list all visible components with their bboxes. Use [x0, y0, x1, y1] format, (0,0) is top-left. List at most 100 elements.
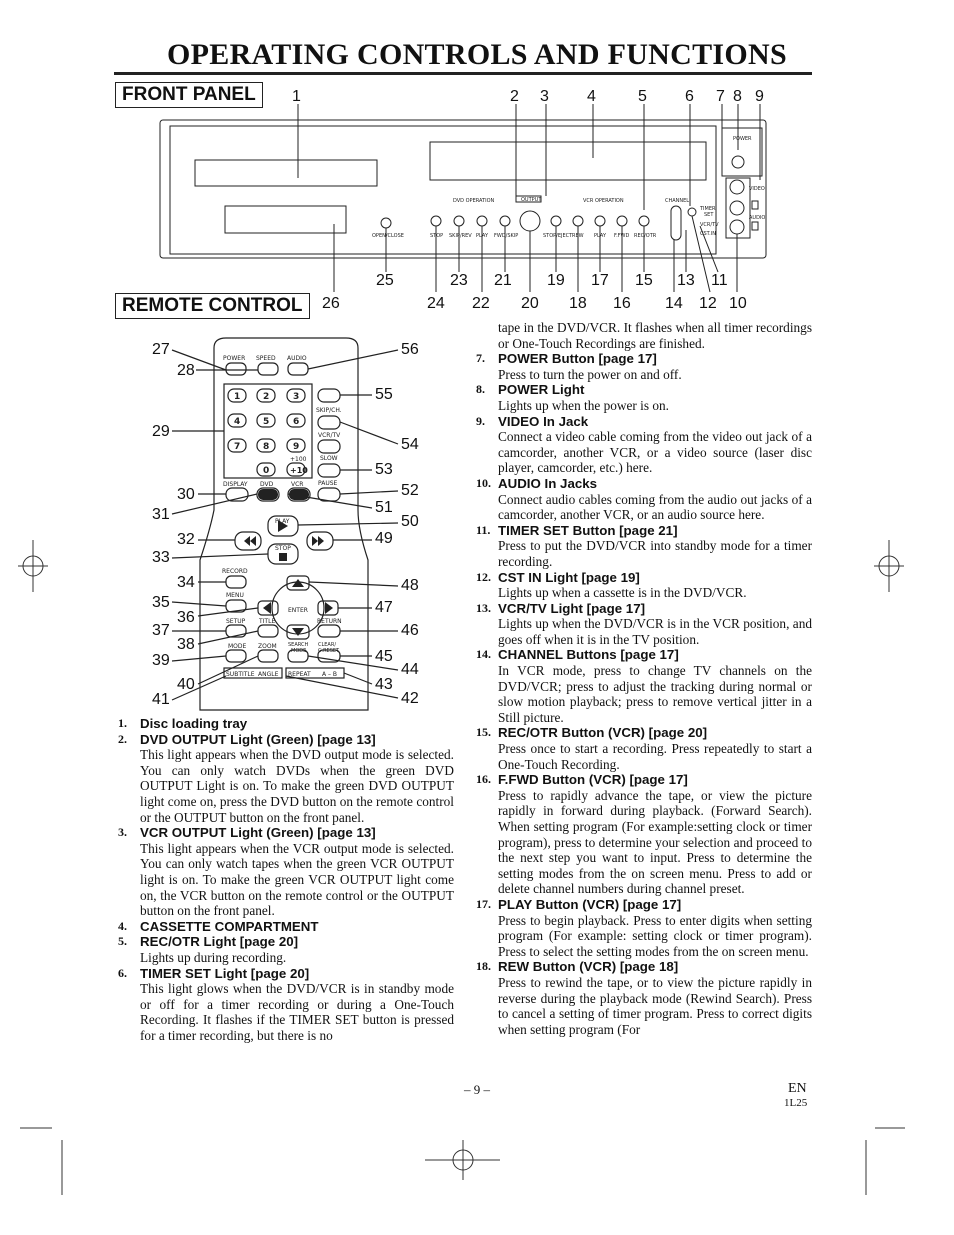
callout-16: 16	[613, 295, 631, 312]
svg-text:STOP: STOP	[430, 233, 443, 239]
svg-text:FWD/SKIP: FWD/SKIP	[494, 233, 518, 239]
svg-text:VCR/TV: VCR/TV	[318, 432, 341, 439]
callout-41: 41	[152, 691, 170, 708]
callout-38: 38	[177, 636, 195, 653]
list-item: 4.CASSETTE COMPARTMENT	[118, 918, 319, 934]
title-rule	[114, 72, 812, 75]
callout-25: 25	[376, 272, 394, 289]
callout-27: 27	[152, 341, 170, 358]
callout-12: 12	[699, 295, 717, 312]
label-dvd-operation: DVD OPERATION	[453, 198, 495, 204]
svg-text:DISPLAY: DISPLAY	[223, 481, 248, 488]
svg-text:TITLE: TITLE	[258, 618, 275, 625]
svg-text:CLEAR/: CLEAR/	[318, 642, 336, 648]
callout-48: 48	[401, 577, 419, 594]
svg-text:9: 9	[293, 442, 299, 452]
svg-text:6: 6	[293, 417, 299, 427]
callout-10: 10	[729, 295, 747, 312]
svg-text:ZOOM: ZOOM	[258, 643, 277, 650]
callout-20: 20	[521, 295, 539, 312]
callout-56: 56	[401, 341, 419, 358]
list-item: 7.POWER Button [page 17]Press to turn th…	[476, 351, 682, 382]
svg-text:OUTPUT: OUTPUT	[521, 197, 542, 203]
front-panel-label: FRONT PANEL	[115, 82, 263, 108]
svg-text:SEARCH: SEARCH	[288, 642, 308, 648]
list-item: 17.PLAY Button (VCR) [page 17]Press to b…	[476, 896, 812, 959]
svg-text:ENTER: ENTER	[288, 607, 308, 614]
svg-text:STOP: STOP	[275, 545, 291, 552]
svg-text:+10: +10	[290, 466, 308, 475]
svg-text:REPEAT: REPEAT	[288, 671, 311, 678]
callout-37: 37	[152, 622, 170, 639]
callout-11: 11	[711, 272, 728, 289]
svg-text:MODE: MODE	[228, 643, 247, 650]
callout-4: 4	[587, 88, 596, 105]
list-item: 11.TIMER SET Button [page 21]Press to pu…	[476, 522, 812, 569]
svg-text:SLOW: SLOW	[320, 455, 338, 462]
callout-17: 17	[591, 272, 609, 289]
svg-text:POWER: POWER	[223, 355, 245, 362]
svg-text:REC/OTR: REC/OTR	[634, 233, 657, 239]
svg-text:ANGLE: ANGLE	[258, 671, 279, 678]
svg-text:7: 7	[234, 442, 240, 452]
svg-text:VCR/TV: VCR/TV	[700, 222, 719, 228]
svg-text:TIMER: TIMER	[699, 206, 716, 212]
callout-54: 54	[401, 436, 419, 453]
svg-text:F.FWD: F.FWD	[614, 233, 629, 239]
svg-text:RETURN: RETURN	[317, 618, 342, 625]
callout-1: 1	[292, 88, 301, 105]
svg-text:SET: SET	[704, 212, 714, 218]
svg-text:POWER: POWER	[733, 136, 752, 142]
svg-text:AUDIO: AUDIO	[287, 355, 307, 362]
svg-text:STOP/EJECT: STOP/EJECT	[543, 233, 573, 239]
callout-40: 40	[177, 676, 195, 693]
list-item: 15.REC/OTR Button (VCR) [page 20]Press o…	[476, 725, 812, 772]
list-item: 12.CST IN Light [page 19]Lights up when …	[476, 569, 747, 601]
callout-50: 50	[401, 513, 419, 530]
page-title: OPERATING CONTROLS AND FUNCTIONS	[167, 38, 787, 71]
svg-text:PAUSE: PAUSE	[318, 480, 338, 487]
svg-text:MODE: MODE	[291, 648, 306, 654]
left-column: 1.Disc loading tray 2.DVD OUTPUT Light (…	[114, 716, 454, 1043]
callout-22: 22	[472, 295, 490, 312]
callout-15: 15	[635, 272, 653, 289]
svg-text:C.RESET: C.RESET	[318, 648, 340, 654]
list-item: 3.VCR OUTPUT Light (Green) [page 13] Thi…	[118, 825, 454, 919]
svg-text:SPEED: SPEED	[256, 355, 276, 362]
svg-text:RECORD: RECORD	[222, 568, 248, 575]
callout-14: 14	[665, 295, 683, 312]
svg-text:0: 0	[263, 466, 269, 476]
callout-31: 31	[152, 506, 170, 523]
list-item: 18.REW Button (VCR) [page 18]Press to re…	[476, 959, 812, 1037]
svg-text:4: 4	[234, 417, 240, 427]
callout-19: 19	[547, 272, 565, 289]
remote-control-label: REMOTE CONTROL	[115, 293, 310, 319]
list-item: 1.Disc loading tray	[118, 716, 248, 731]
callout-49: 49	[375, 530, 393, 547]
callout-21: 21	[494, 272, 512, 289]
svg-text:A – B: A – B	[322, 671, 337, 678]
callout-55: 55	[375, 386, 393, 403]
callout-36: 36	[177, 609, 195, 626]
svg-text:PLAY: PLAY	[275, 518, 290, 525]
svg-text:5: 5	[263, 417, 269, 427]
callout-51: 51	[375, 499, 393, 516]
callout-29: 29	[152, 423, 170, 440]
svg-text:PLAY: PLAY	[594, 233, 607, 239]
svg-text:MENU: MENU	[226, 592, 244, 599]
callout-47: 47	[375, 599, 393, 616]
svg-text:OPEN/CLOSE: OPEN/CLOSE	[372, 233, 404, 239]
callout-52: 52	[401, 482, 419, 499]
callout-5: 5	[638, 88, 647, 105]
svg-text:+100: +100	[290, 456, 307, 463]
list-item: 16.F.FWD Button (VCR) [page 17]Press to …	[476, 772, 812, 897]
svg-text:PLAY: PLAY	[476, 233, 489, 239]
callout-43: 43	[375, 676, 393, 693]
page-number: – 9 –	[464, 1082, 490, 1097]
callout-26: 26	[322, 295, 340, 312]
